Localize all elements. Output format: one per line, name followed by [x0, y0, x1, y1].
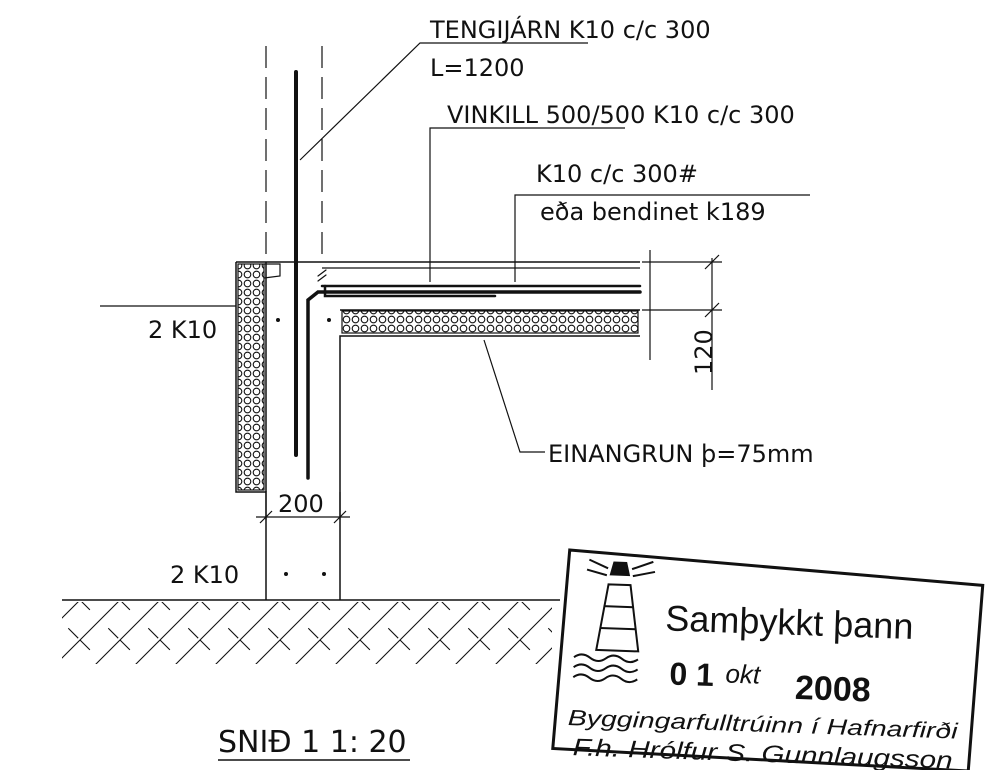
wall-insulation [237, 263, 265, 491]
leader-lines [100, 42, 810, 453]
section-title: SNIÐ 1 1: 20 [218, 725, 407, 760]
dimension-wall-200: 200 [278, 490, 324, 518]
label-tengijarn-length: L=1200 [430, 54, 525, 82]
lighthouse-icon [572, 558, 656, 684]
label-einangrun: EINANGRUN þ=75mm [548, 440, 814, 468]
slab-insulation [341, 310, 639, 334]
wall-centerlines [265, 46, 323, 262]
label-bendinet: eða bendinet k189 [540, 198, 766, 226]
rebar-lines [294, 70, 642, 480]
label-k10-mesh: K10 c/c 300# [536, 160, 698, 188]
label-vinkill: VINKILL 500/500 K10 c/c 300 [447, 101, 795, 129]
approval-stamp: Samþykkt þann 0 1 okt 2008 Byggingarfull… [551, 548, 985, 770]
stamp-date-day: 0 1 [669, 656, 715, 694]
label-rebar-footing: 2 K10 [170, 561, 239, 589]
slab-outline [322, 267, 640, 311]
stamp-approved-text: Samþykkt þann [665, 597, 914, 647]
stamp-date-month: okt [725, 658, 762, 689]
label-rebar-left: 2 K10 [148, 316, 217, 344]
dimension-lines [256, 250, 722, 524]
rebar-dots [276, 318, 331, 576]
label-tengijarn: TENGIJÁRN K10 c/c 300 [429, 15, 711, 44]
ground-hatch [62, 602, 552, 664]
dimension-slab-120: 120 [690, 329, 718, 375]
stamp-date-year: 2008 [794, 669, 871, 710]
